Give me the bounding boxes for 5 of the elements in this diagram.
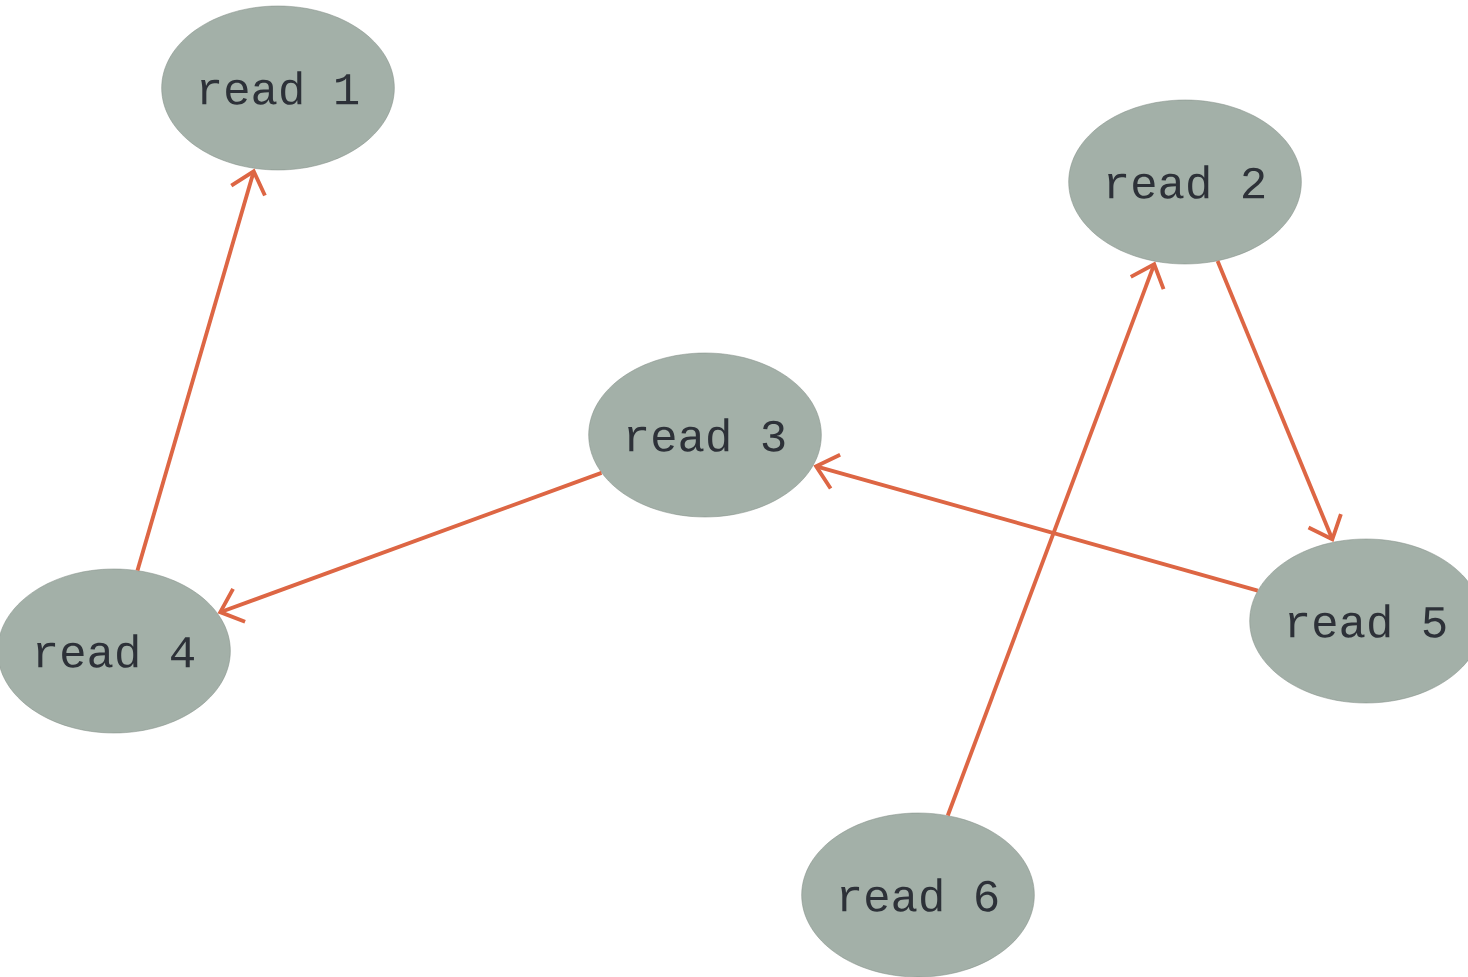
arrow (813, 453, 1259, 593)
arrow (946, 261, 1166, 817)
arrow (135, 168, 267, 571)
arrow (1215, 260, 1343, 542)
arrow (217, 471, 603, 624)
